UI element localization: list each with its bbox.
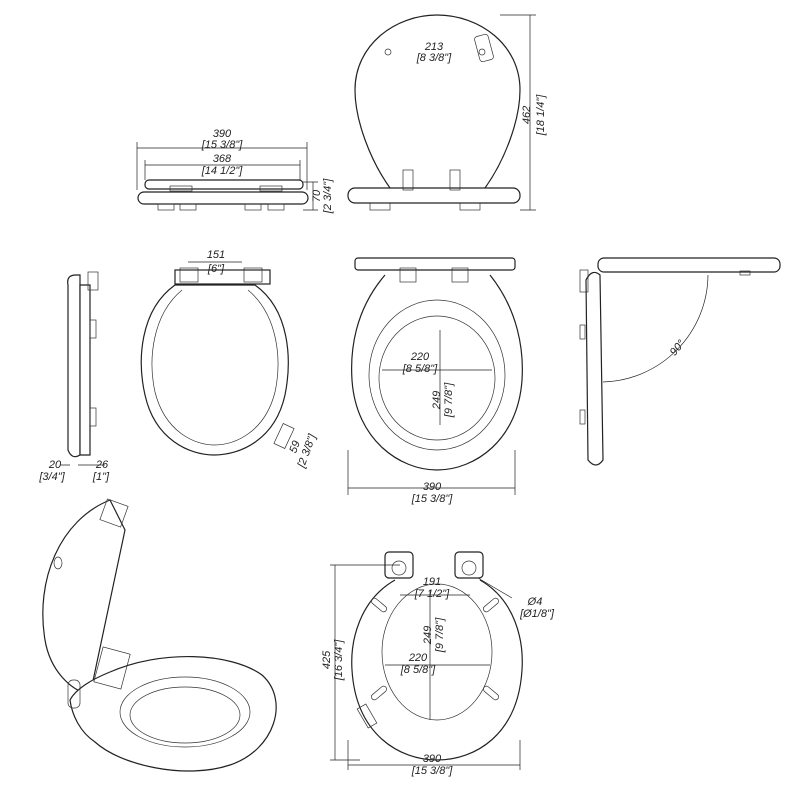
dim-b-in: [1"] bbox=[92, 471, 110, 483]
dim-width: 390 bbox=[423, 481, 442, 493]
dim-opening-w-in: [8 5/8"] bbox=[400, 664, 436, 676]
dim-hinge-in: [7 1/2"] bbox=[414, 588, 450, 600]
dim-length: 425 bbox=[321, 650, 333, 669]
dim-length-in: [18 1/4"] bbox=[535, 94, 547, 137]
dim-a: 20 bbox=[48, 459, 62, 471]
dim-width-in: [15 3/8"] bbox=[411, 493, 454, 505]
dim-hole-spacing-in: [8 3/8"] bbox=[416, 52, 452, 64]
dim-hole-spacing: 213 bbox=[424, 41, 444, 53]
dim-inner-in: [14 1/2"] bbox=[201, 165, 244, 177]
dim-a-in: [3/4"] bbox=[38, 471, 65, 483]
side-view-open: 90° bbox=[579, 257, 781, 466]
dim-opening-h-in: [9 7/8"] bbox=[443, 382, 455, 418]
dim-opening-h: 249 bbox=[422, 626, 434, 645]
dim-height: 70 bbox=[311, 189, 323, 202]
dim-height-in: [2 3/4"] bbox=[322, 178, 334, 214]
side-view-closed: 390 [15 3/8"] 368 [14 1/2"] 70 [2 3/4"] bbox=[136, 128, 334, 214]
dim-hinge: 151 bbox=[207, 249, 225, 261]
seat-open-view: 220 [8 5/8"] 249 [9 7/8"] 390 [15 3/8"] bbox=[347, 257, 523, 505]
top-view-lid: 213 [8 3/8"] 462 [18 1/4"] bbox=[347, 14, 547, 211]
side-view-vertical: 20 [3/4"] 26 [1"] bbox=[38, 271, 110, 483]
dim-b: 26 bbox=[95, 459, 109, 471]
perspective-view bbox=[42, 498, 277, 772]
dim-width-in: [15 3/8"] bbox=[411, 765, 454, 777]
seat-front-view: 151 [6"] 59 [2 3/8"] bbox=[140, 249, 319, 470]
dim-inner: 368 bbox=[213, 153, 232, 165]
dim-length-in: [16 3/4"] bbox=[333, 639, 345, 682]
dim-opening-w: 220 bbox=[408, 652, 428, 664]
dim-width: 390 bbox=[423, 753, 442, 765]
dim-width: 390 bbox=[213, 128, 232, 140]
dim-hole-in: [Ø1/8"] bbox=[519, 608, 555, 620]
dim-hinge-in: [6"] bbox=[207, 263, 225, 275]
dim-width-in: [15 3/8"] bbox=[201, 139, 244, 151]
dim-hinge: 191 bbox=[423, 576, 441, 588]
dim-opening-w: 220 bbox=[410, 351, 430, 363]
dim-bumper: 59 bbox=[287, 439, 302, 455]
dim-hole: Ø4 bbox=[527, 596, 543, 608]
dim-length: 462 bbox=[521, 106, 533, 124]
dim-opening-h: 249 bbox=[431, 391, 443, 410]
dim-opening-w-in: [8 5/8"] bbox=[402, 363, 438, 375]
seat-bottom-view: 191 [7 1/2"] Ø4 [Ø1/8"] 425 [16 3/4"] 24… bbox=[321, 551, 555, 777]
dim-opening-h-in: [9 7/8"] bbox=[434, 617, 446, 653]
